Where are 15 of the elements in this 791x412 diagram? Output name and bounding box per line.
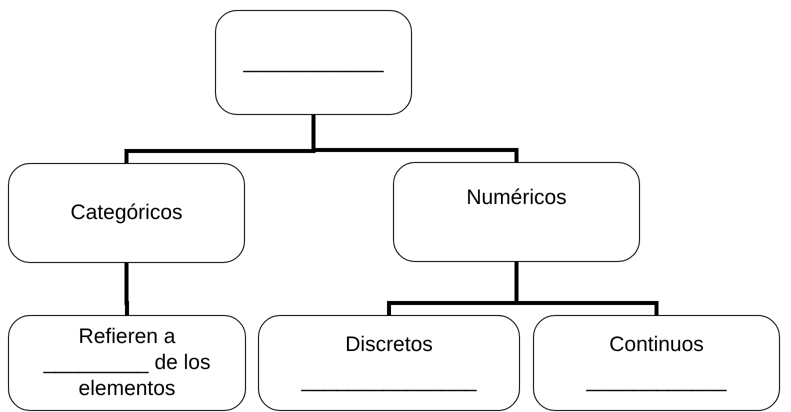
rounded-box <box>393 162 640 262</box>
blank-line: ____________ <box>586 368 727 394</box>
box-label: Continuos <box>609 332 704 358</box>
rounded-box <box>258 315 520 411</box>
rounded-box <box>8 163 245 263</box>
box-label: Numéricos <box>466 185 567 211</box>
box-label: Refieren a _________ de los elementos <box>42 324 212 402</box>
rounded-box <box>8 315 246 411</box>
box-label: ____________ <box>243 49 384 76</box>
blank-line: _______________ <box>301 368 477 394</box>
rounded-box <box>215 10 412 115</box>
box-label: Categóricos <box>70 200 183 226</box>
rounded-box <box>533 315 780 411</box>
box-label: Discretos <box>345 332 433 358</box>
connector-line <box>124 263 129 315</box>
